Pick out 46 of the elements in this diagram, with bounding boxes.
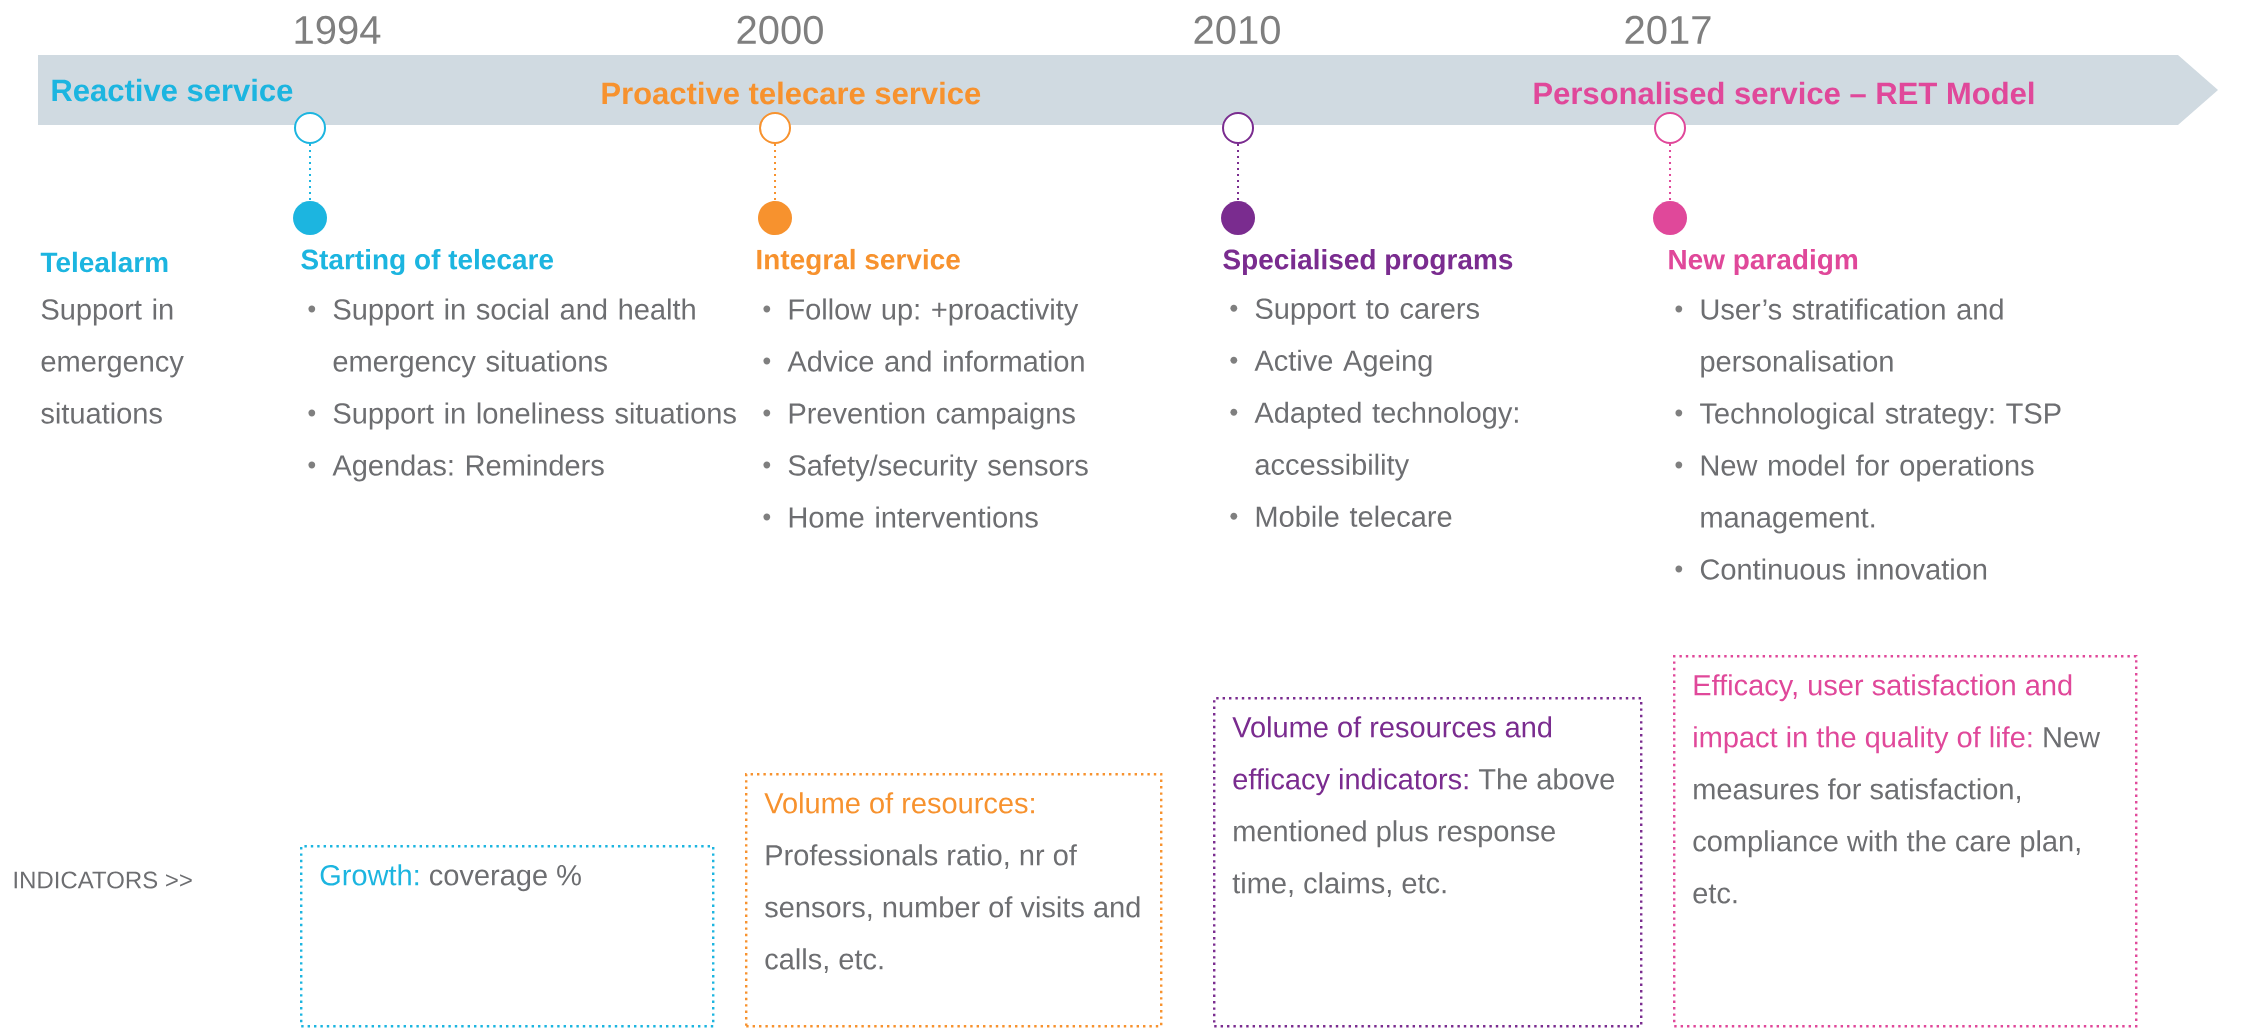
timeline-dot <box>1653 201 1687 235</box>
bullet-item: Prevention campaigns <box>763 402 1075 430</box>
year-label: 1994 <box>295 15 381 45</box>
bullet-item: Support in social and health emergency situations <box>308 298 695 378</box>
dotted-connector <box>774 143 776 202</box>
timeline-marker <box>294 112 326 144</box>
year-label: 2000 <box>737 15 823 45</box>
timeline-dot <box>758 201 792 235</box>
bullet-item: Agendas: Reminders <box>308 454 604 482</box>
column-heading: New paradigm <box>1669 248 1858 276</box>
indicator-box: Growth: coverage % <box>300 845 715 1028</box>
timeline-marker <box>1654 112 1686 144</box>
row-label: INDICATORS >> <box>14 871 192 889</box>
description-text: Support in emergency situations <box>41 298 184 424</box>
bullet-item: New model for operations management. <box>1675 454 2034 534</box>
phase-label: Personalised service – RET Model <box>1534 81 2034 105</box>
bullet-item: Home interventions <box>763 506 1038 528</box>
timeline-marker <box>759 112 791 144</box>
year-label: 2010 <box>1194 15 1280 45</box>
bullet-item: Continuous innovation <box>1675 558 1987 580</box>
column-heading: Integral service <box>757 248 960 276</box>
column-heading: Telealarm <box>40 251 168 273</box>
dotted-connector <box>1237 143 1239 202</box>
bullet-item: Support to carers <box>1230 298 1479 325</box>
timeline-dot <box>293 201 327 235</box>
dotted-connector <box>309 143 311 202</box>
bullet-item: Technological strategy: TSP <box>1675 402 2061 430</box>
phase-label: Proactive telecare service <box>602 81 981 105</box>
bullet-item: Support in loneliness situations <box>308 402 736 430</box>
bullet-item: User’s stratification and personalisation <box>1675 298 2003 378</box>
bullet-item: Follow up: +proactivity <box>763 298 1079 326</box>
year-label: 2017 <box>1625 15 1711 45</box>
bullet-item: Mobile telecare <box>1230 505 1452 527</box>
column-heading: Starting of telecare <box>301 248 554 276</box>
phase-label: Reactive service <box>52 78 293 102</box>
timeline-dot <box>1221 201 1255 235</box>
bullet-item: Adapted technology: accessibility <box>1230 401 1518 481</box>
bullet-item: Safety/security sensors <box>763 454 1088 482</box>
dotted-connector <box>1669 143 1671 202</box>
bullet-item: Active Ageing <box>1230 349 1432 377</box>
bullet-item: Advice and information <box>763 350 1084 372</box>
indicator-box: Volume of resources: Professionals ratio, nr of sensors, number of visits and calls, etc. <box>745 773 1163 1028</box>
indicator-box: Efficacy, user satisfaction and impact in the quality of life: New measures for satisfaction, compliance with the care plan, etc. <box>1673 655 2138 1028</box>
column-heading: Specialised programs <box>1223 248 1513 276</box>
indicator-box: Volume of resources and efficacy indicators: The above mentioned plus response time, claims, etc. <box>1213 697 1643 1028</box>
timeline-marker <box>1222 112 1254 144</box>
